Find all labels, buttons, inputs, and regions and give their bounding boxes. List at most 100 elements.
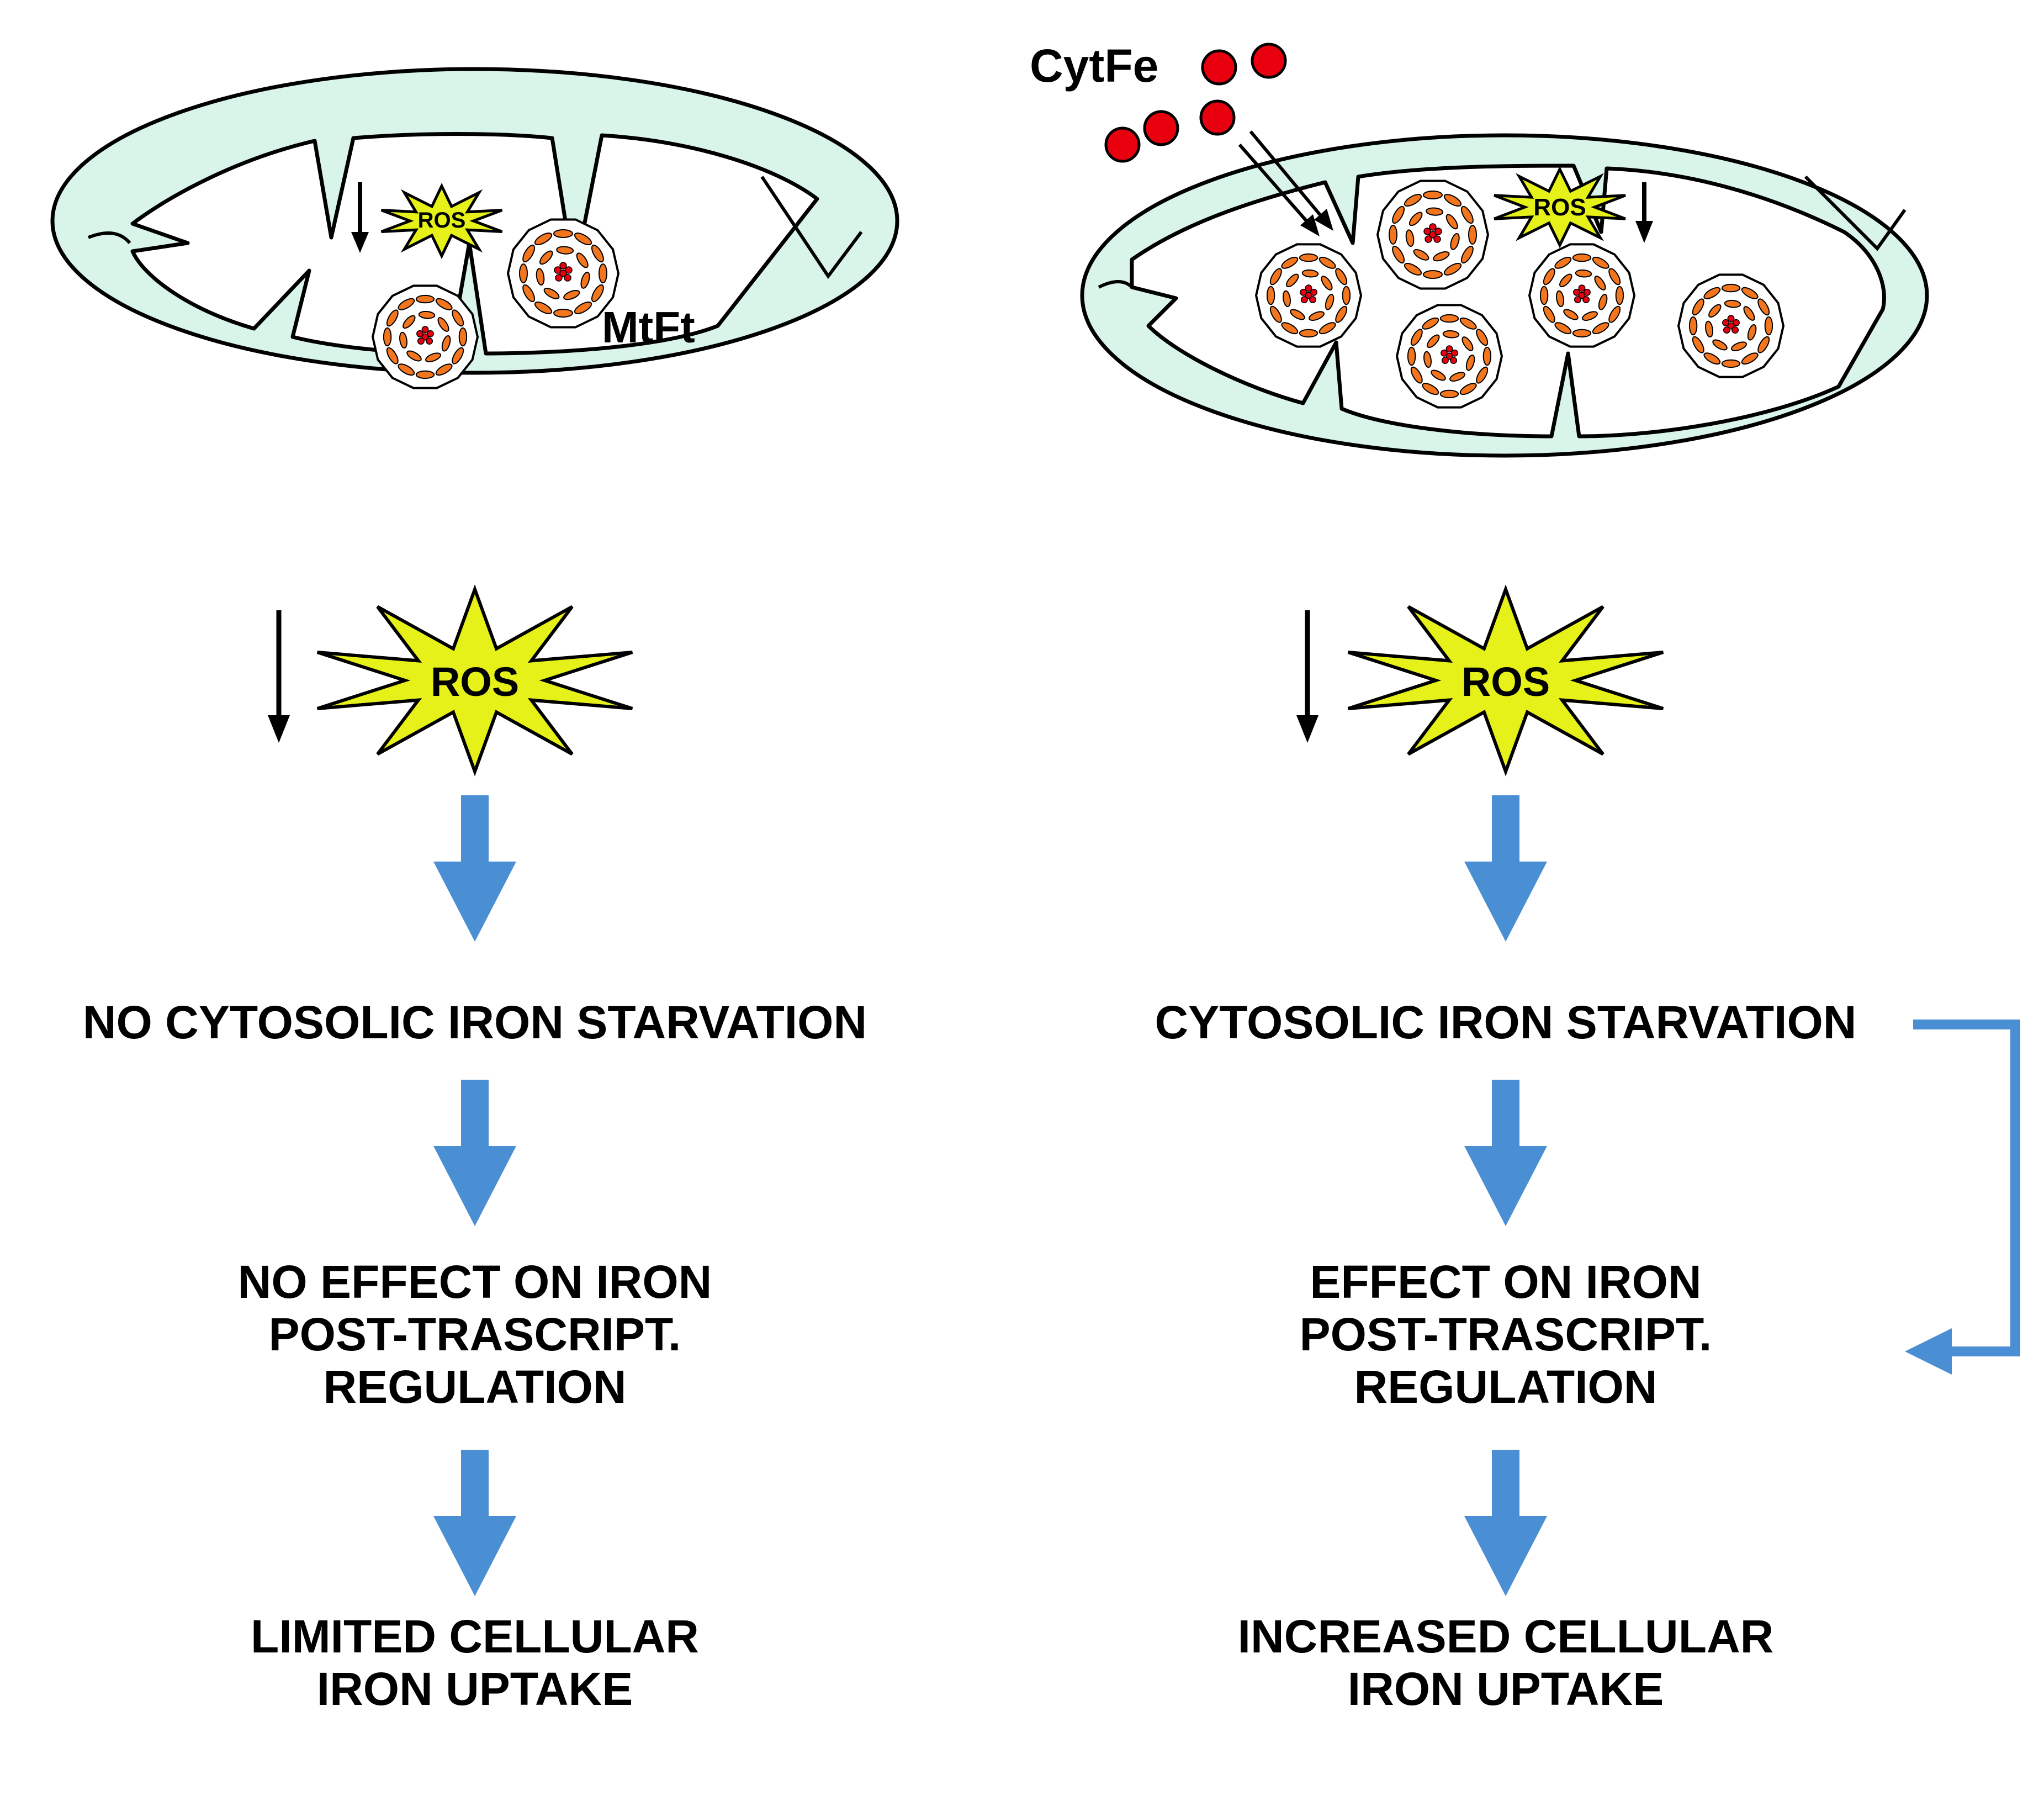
- ferritin-iron-core: [427, 330, 434, 337]
- left-step-2-line-2: POST-TRASCRIPT.: [269, 1308, 681, 1360]
- ferritin-subunit: [1741, 287, 1759, 299]
- ferritin-subunit: [1688, 316, 1698, 336]
- ferritin-subunit: [553, 229, 573, 238]
- ferritin-subunit: [591, 284, 604, 303]
- ferritin-iron-core: [1727, 315, 1735, 323]
- ferritin-subunit: [1705, 320, 1713, 338]
- left-flow-arrow-1: [433, 795, 516, 942]
- ferritin-iron-core: [416, 330, 423, 337]
- ferritin-subunit: [576, 252, 589, 268]
- ferritin-subunit: [1692, 336, 1704, 353]
- ferritin-subunit: [1608, 268, 1621, 286]
- left-crista: [87, 231, 131, 245]
- right-flow-arrow-1: [1464, 795, 1547, 942]
- ferritin-subunit: [1708, 304, 1722, 318]
- ferritin-subunit: [1422, 383, 1439, 395]
- ferritin-subunit: [1308, 311, 1325, 321]
- ferritin-iron-core: [1309, 296, 1317, 304]
- ferritin-iron-core: [1582, 296, 1590, 304]
- ferritin-subunit: [1459, 317, 1477, 330]
- ferritin-iron-core: [1425, 235, 1432, 243]
- ferritin-subunit: [1554, 322, 1572, 335]
- ferritin-subunit: [556, 246, 574, 255]
- ferritin-iron-core: [1722, 319, 1729, 326]
- ferritin-subunit: [1266, 286, 1275, 305]
- left-step-1: NO CYTOSOLIC IRON STARVATION: [83, 996, 867, 1048]
- flow-arrow-shape: [1464, 1080, 1547, 1226]
- ferritin-subunit: [1572, 329, 1592, 338]
- ferritin-subunit: [591, 244, 604, 263]
- ferritin-subunit: [1283, 290, 1291, 308]
- ferritin-subunit: [1594, 276, 1606, 291]
- ferritin-subunit: [1433, 251, 1450, 262]
- ferritin-subunit: [403, 315, 416, 329]
- ferritin-iron-core: [1305, 292, 1312, 299]
- ferritin-subunit: [1299, 329, 1318, 338]
- ferritin-subunit: [543, 288, 560, 299]
- ferritin-subunit: [1703, 352, 1721, 365]
- ferritin-subunit: [1741, 352, 1759, 365]
- ferritin-iron-core: [1305, 284, 1312, 292]
- ferritin-iron-core: [565, 266, 573, 274]
- ferritin-subunit: [1543, 268, 1555, 286]
- ferritin-subunit: [553, 309, 573, 318]
- ferritin-subunit: [1408, 212, 1423, 226]
- ferritin-subunit: [1423, 191, 1443, 199]
- right-ferritin: [1376, 179, 1490, 290]
- ferritin-iron-core: [1445, 352, 1453, 360]
- left-flow-arrow-3: [433, 1450, 516, 1596]
- left-ros-big-down-arrow: [268, 610, 290, 743]
- ferritin-subunit: [1730, 341, 1748, 351]
- ferritin-subunit: [1592, 322, 1609, 335]
- ferritin-iron-core: [1441, 357, 1449, 365]
- ferritin-subunit: [399, 331, 407, 349]
- ferritin-subunit: [1539, 286, 1549, 305]
- right-ros-small-label: ROS: [1533, 194, 1586, 221]
- right-ros-big: ROS: [1347, 584, 1664, 777]
- ferritin-subunit: [1465, 355, 1475, 371]
- ferritin-subunit: [1721, 283, 1741, 293]
- ferritin-subunit: [1392, 245, 1405, 264]
- ferritin-subunit: [398, 363, 415, 376]
- ferritin-subunit: [1764, 316, 1773, 336]
- right-ros-small-down-arrow: [1635, 182, 1653, 243]
- ferritin-subunit: [1703, 287, 1721, 299]
- flow-arrow-shape: [1464, 1450, 1547, 1596]
- ferritin-subunit: [1301, 269, 1319, 278]
- ferritin-iron-core: [417, 337, 425, 345]
- ferritin-iron-core: [426, 337, 433, 345]
- ferritin-iron-core: [559, 270, 567, 277]
- ferritin-subunit: [1468, 225, 1477, 245]
- ferritin-subunit: [383, 327, 392, 347]
- ferritin-subunit: [1721, 359, 1741, 368]
- ferritin-subunit: [1572, 253, 1592, 262]
- right-ros-small: ROS: [1494, 166, 1626, 249]
- ferritin-iron-core: [1429, 223, 1437, 231]
- ferritin-subunit: [458, 327, 468, 347]
- right-crista: [1098, 280, 1134, 289]
- ferritin-subunit: [519, 263, 528, 283]
- ferritin-iron-core: [1573, 288, 1580, 296]
- right-step-3-line-2: IRON UPTAKE: [1348, 1663, 1664, 1715]
- ferritin-iron-core: [559, 262, 567, 270]
- ferritin-subunit: [441, 335, 451, 352]
- right-ferritin: [1528, 243, 1636, 348]
- ferritin-subunit: [1410, 366, 1423, 384]
- ferritin-subunit: [1389, 225, 1397, 245]
- right-ferritin: [1254, 243, 1363, 348]
- right-step-2-line-1: EFFECT ON IRON: [1310, 1256, 1701, 1308]
- ferritin-subunit: [534, 233, 553, 246]
- iron-entry-arrows: [1238, 130, 1333, 236]
- ferritin-subunit: [1269, 268, 1282, 286]
- ferritin-iron-core: [1310, 288, 1317, 296]
- ferritin-iron-core: [1731, 326, 1739, 334]
- ferritin-iron-core: [1434, 228, 1442, 235]
- ferritin-subunit: [539, 250, 553, 265]
- ferritin-subunit: [415, 294, 435, 304]
- ferritin-subunit: [1443, 194, 1462, 207]
- ferritin-subunit: [1427, 334, 1440, 348]
- ferritin-subunit: [1404, 262, 1422, 276]
- ferritin-subunit: [1413, 249, 1429, 261]
- ferritin-iron-core: [421, 326, 429, 334]
